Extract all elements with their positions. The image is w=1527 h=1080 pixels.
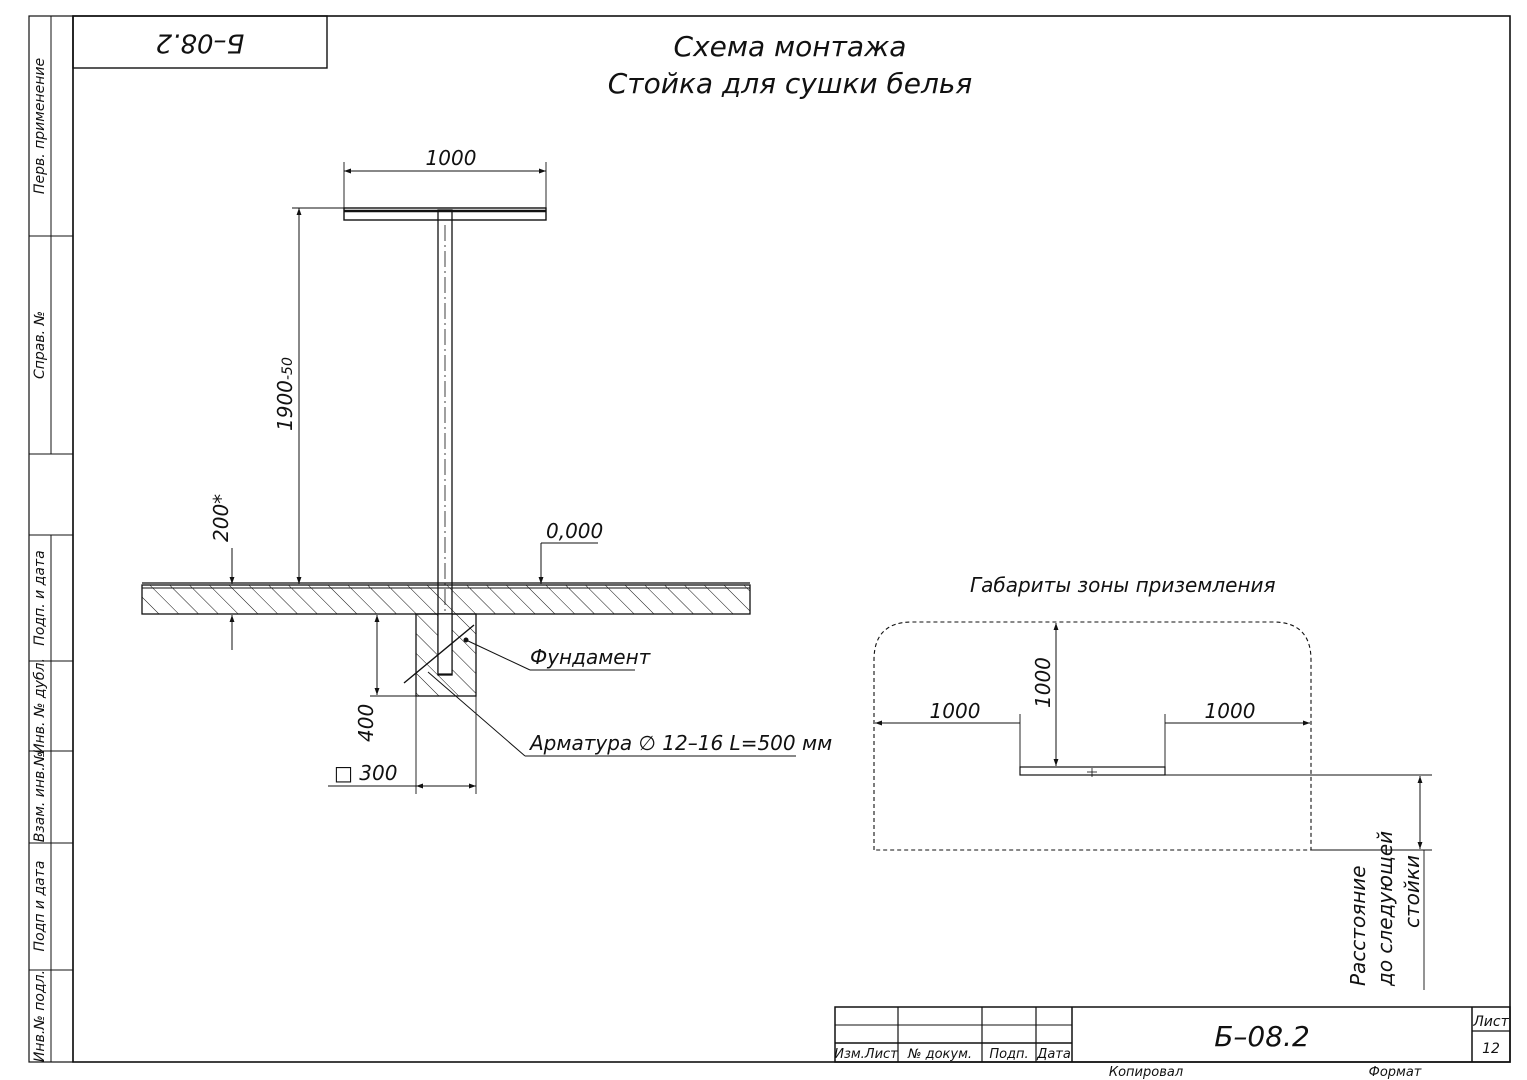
side-label-sprav-no: Справ. № [32, 311, 48, 379]
tb-col-data: Дата [1036, 1047, 1071, 1062]
title-line-2: Стойка для сушки белья [608, 67, 973, 100]
top-stamp-text: Б–08.2 [156, 28, 245, 58]
tb-col-izm-list: Изм.Лист [834, 1047, 898, 1062]
dim-height: 1900 [273, 380, 297, 431]
zone-distance-label-3: стойки [1400, 855, 1424, 928]
sheet-frame [72, 15, 1511, 1063]
crossbar [343, 207, 547, 221]
zone-crossbar-plan [1019, 766, 1166, 776]
zone-outline [873, 621, 1312, 851]
side-label-inv-no-dubl: Инв. № дубл. [32, 658, 48, 754]
dim-depth-star: 200* [209, 494, 233, 542]
tb-kopiroval: Копировал [1109, 1065, 1183, 1080]
label-rebar: Арматура ∅ 12–16 L=500 мм [528, 731, 832, 755]
tb-sheet-number: 12 [1482, 1041, 1500, 1057]
zone-distance-label-1: Расстояние [1346, 865, 1370, 986]
title-block [834, 1006, 1511, 1063]
tb-col-podp: Подп. [989, 1047, 1028, 1062]
tb-sheet-label: Лист [1472, 1014, 1509, 1030]
dim-height-tol: -50 [280, 357, 296, 380]
dim-top-width: 1000 [426, 146, 477, 170]
tb-format: Формат [1369, 1065, 1422, 1080]
side-label-podp-data-2: Подп и дата [32, 861, 48, 952]
title-line-1: Схема монтажа [674, 30, 907, 63]
zone-distance-label-2: до следующей [1373, 831, 1397, 987]
dim-found-depth: 400 [354, 704, 378, 742]
side-label-perv-primenenie: Перв. применение [32, 58, 48, 194]
zone-dim-left: 1000 [930, 699, 981, 723]
top-stamp-box [72, 15, 328, 69]
ground-slab-hatch [142, 585, 750, 614]
tb-col-no-dokum: № докум. [907, 1047, 972, 1062]
zone-title: Габариты зоны приземления [970, 573, 1276, 597]
side-label-vzam-inv-no: Взам. инв.№ [32, 752, 48, 843]
zone-dim-vertical: 1000 [1031, 657, 1055, 708]
label-foundation: Фундамент [530, 645, 652, 669]
side-label-inv-no-podl: Инв.№ подл. [32, 970, 48, 1062]
zone-dim-right: 1000 [1205, 699, 1256, 723]
side-label-podp-data-1: Подп. и дата [32, 550, 48, 645]
tb-designation: Б–08.2 [1214, 1020, 1310, 1053]
dim-found-size: □ 300 [334, 761, 397, 785]
level-mark: 0,000 [546, 519, 603, 543]
